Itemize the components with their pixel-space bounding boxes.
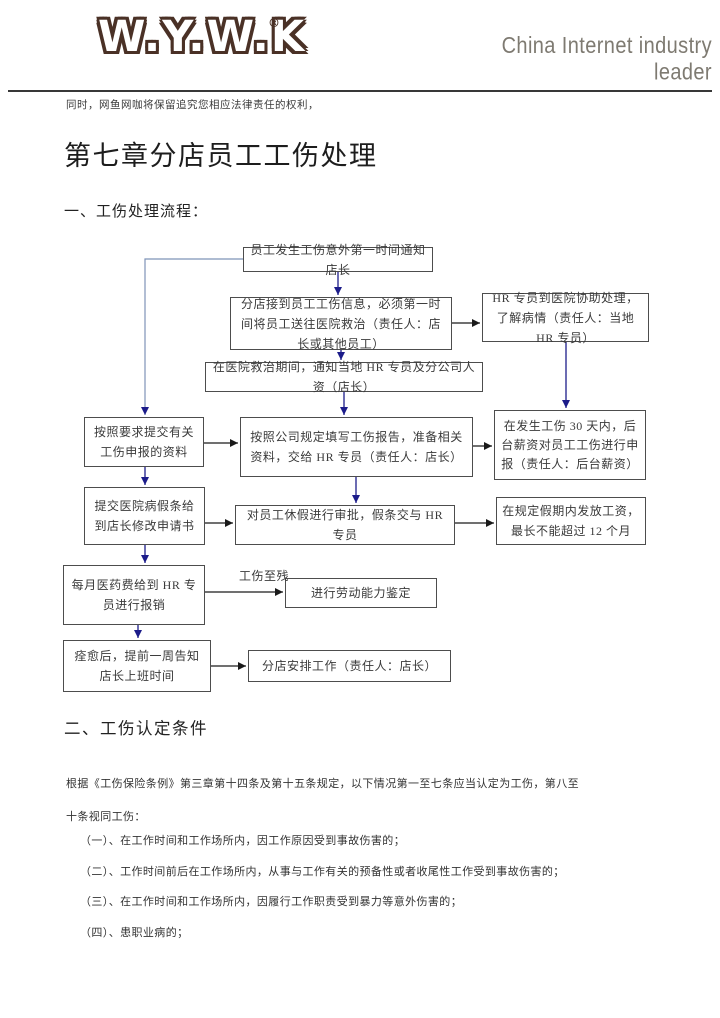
flow-node-sick-note: 提交医院病假条给到店长修改申请书	[84, 487, 205, 545]
section-two-heading: 二、工伤认定条件	[64, 719, 208, 738]
flow-edge-label-disability: 工伤至残	[238, 569, 289, 583]
condition-item-1: （一）、在工作时间和工作场所内，因工作原因受到事故伤害的；	[80, 835, 406, 847]
legal-notice-text: 同时，网鱼网咖将保留追究您相应法律责任的权利，	[66, 100, 319, 111]
flow-node-recover-notify: 痊愈后，提前一周告知店长上班时间	[63, 640, 211, 692]
chapter-title: 第七章分店员工工伤处理	[64, 141, 378, 171]
flow-node-during-treatment: 在医院救治期间，通知当地 HR 专员及分公司人资（店长）	[205, 360, 483, 394]
flow-node-capacity-assessment: 进行劳动能力鉴定	[285, 578, 437, 608]
condition-item-3: （三）、在工作时间和工作场所内，因履行工作职责受到暴力等意外伤害的；	[80, 896, 463, 908]
flow-node-arrange-work: 分店安排工作（责任人：店长）	[248, 650, 451, 682]
flow-node-pay-salary: 在规定假期内发放工资，最长不能超过 12 个月	[496, 497, 646, 545]
wywk-logo: W.Y.W.K	[98, 12, 307, 62]
injury-process-flowchart: 员工发生工伤意外第一时间通知店长 分店接到员工工伤信息，必须第一时间将员工送往医…	[0, 240, 720, 702]
section-one-heading: 一、工伤处理流程：	[64, 204, 209, 220]
header-divider	[8, 90, 712, 92]
condition-item-2: （二）、工作时间前后在工作场所内，从事与工作有关的预备性或者收尾性工作受到事故伤…	[80, 865, 565, 878]
flow-node-reimburse: 每月医药费给到 HR 专员进行报销	[63, 565, 205, 625]
condition-item-4: （四）、患职业病的；	[80, 926, 189, 939]
company-tagline: China Internet industry leader	[501, 33, 712, 86]
flow-node-notify-manager: 员工发生工伤意外第一时间通知店长	[243, 243, 433, 277]
flow-node-submit-materials: 按照要求提交有关工伤申报的资料	[84, 417, 204, 467]
flow-node-send-to-hospital: 分店接到员工工伤信息，必须第一时间将员工送往医院救治（责任人：店长或其他员工）	[230, 297, 452, 351]
injury-conditions-list: （一）、在工作时间和工作场所内，因工作原因受到事故伤害的； （二）、工作时间前后…	[80, 826, 680, 948]
flow-node-hr-assist: HR 专员到医院协助处理，了解病情（责任人：当地 HR 专员）	[482, 291, 649, 345]
flow-node-approve-leave: 对员工休假进行审批，假条交与 HR 专员	[235, 505, 455, 545]
section-two-intro: 根据《工伤保险条例》第三章第十四条及第十五条规定，以下情况第一至七条应当认定为工…	[66, 778, 579, 823]
registered-trademark-icon: ®	[268, 16, 280, 30]
flow-node-fill-report: 按照公司规定填写工伤报告，准备相关资料，交给 HR 专员（责任人：店长）	[240, 417, 473, 477]
flow-node-declare-30days: 在发生工伤 30 天内，后台薪资对员工工伤进行申报（责任人：后台薪资）	[494, 410, 646, 480]
